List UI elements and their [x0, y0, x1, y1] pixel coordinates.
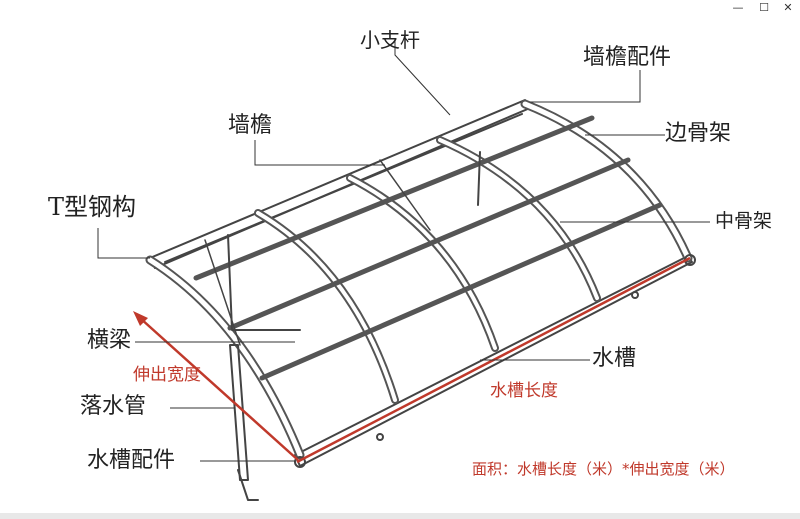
label-gutter: 水槽: [592, 346, 637, 371]
leader-wall-eave-fitting: [530, 70, 641, 103]
maximize-button[interactable]: ☐: [752, 0, 776, 16]
label-gutter-length: 水槽长度: [490, 381, 558, 401]
middle-frame-3-inner: [438, 138, 599, 300]
left-side-frame-inner: [147, 257, 303, 458]
small-rod-2: [379, 159, 431, 231]
extend-width-line: [139, 317, 299, 461]
minimize-button[interactable]: —: [726, 0, 750, 16]
label-t-steel: T型钢构: [48, 193, 137, 221]
gutter-fitting-left: [294, 456, 306, 468]
cross-beam-3: [259, 202, 663, 381]
wall-eave-beam-inner: [164, 113, 523, 263]
downpipe-elbow: [237, 469, 259, 501]
right-side-frame-inner: [522, 101, 691, 261]
close-icon: ✕: [783, 1, 793, 14]
label-small-rod: 小支杆: [360, 28, 420, 52]
label-gutter-fitting: 水槽配件: [87, 448, 176, 473]
minimize-icon: —: [732, 1, 744, 14]
gutter-hook-1: [376, 433, 384, 441]
maximize-icon: ☐: [759, 1, 769, 14]
label-downpipe: 落水管: [80, 394, 147, 419]
label-wall-eave-fitting: 墙檐配件: [583, 45, 672, 70]
label-cross-beam: 横梁: [87, 328, 132, 353]
label-extend-width: 伸出宽度: [133, 365, 201, 385]
leader-small-rod: [394, 38, 451, 116]
small-rod-1: [204, 239, 241, 346]
label-wall-eave: 墙檐: [228, 113, 273, 138]
gutter-hook-2: [631, 291, 639, 299]
label-area-formula: 面积：水槽长度（米）*伸出宽度（米）: [472, 460, 735, 478]
middle-frame-2: [346, 174, 499, 352]
close-button[interactable]: ✕: [776, 0, 800, 16]
label-side-frame: 边骨架: [665, 121, 732, 146]
extend-width-arrow: [133, 311, 148, 326]
downpipe: [229, 344, 249, 481]
cross-beam-1: [193, 115, 595, 281]
t-steel-right: [477, 151, 481, 206]
middle-frame-2-inner: [348, 176, 497, 350]
leader-wall-eave: [254, 140, 385, 166]
window-bottom-edge: [0, 513, 800, 519]
window-titlebar: — ☐ ✕: [0, 0, 800, 16]
t-steel-left: [227, 234, 301, 331]
cross-beam-2: [227, 157, 631, 331]
leader-t-steel: [97, 228, 150, 259]
left-side-frame: [145, 255, 305, 460]
right-side-frame: [520, 99, 693, 263]
wall-eave-beam: [149, 99, 531, 269]
label-middle-frame: 中骨架: [715, 210, 773, 232]
middle-frame-1-inner: [256, 211, 397, 402]
